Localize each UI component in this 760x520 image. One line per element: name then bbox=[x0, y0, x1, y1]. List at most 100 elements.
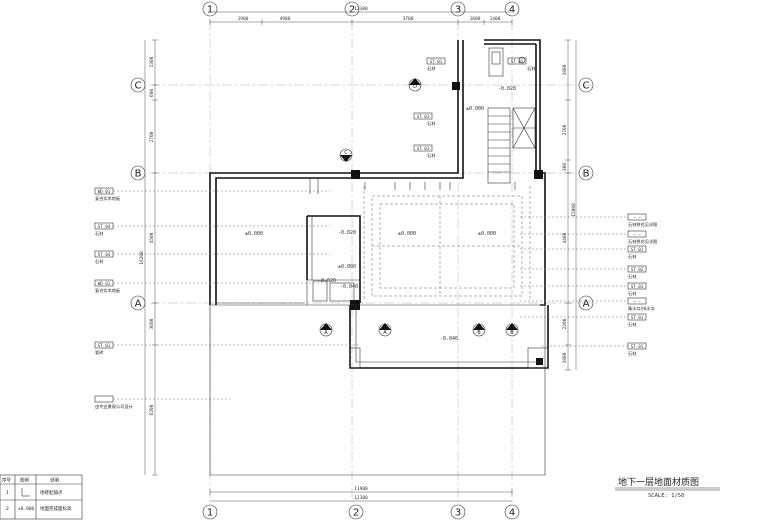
svg-text:复合实木地板: 复合实木地板 bbox=[95, 195, 121, 202]
svg-text:1: 1 bbox=[207, 5, 213, 16]
left-material-tag-4: WD 01 复合实木地板 bbox=[94, 279, 340, 294]
svg-text:3: 3 bbox=[455, 508, 461, 519]
svg-text:C: C bbox=[135, 81, 142, 92]
svg-text:4900: 4900 bbox=[280, 16, 291, 22]
svg-text:石材: 石材 bbox=[527, 65, 535, 72]
top-axis-bubble-3: 3 bbox=[450, 1, 466, 17]
svg-text:4: 4 bbox=[509, 5, 515, 16]
svg-text:WD 01: WD 01 bbox=[98, 281, 111, 286]
svg-text:11900: 11900 bbox=[354, 486, 368, 492]
svg-text:— —: — — bbox=[633, 299, 641, 304]
svg-text:A: A bbox=[583, 299, 590, 310]
right-material-tag-1: — — 石材拼花见详图 bbox=[520, 213, 657, 228]
svg-text:B: B bbox=[135, 169, 142, 180]
section-mark-b1: B bbox=[472, 323, 486, 337]
svg-text:-0.020: -0.020 bbox=[318, 278, 336, 284]
bottom-axis-bubble-3: 3 bbox=[450, 504, 466, 520]
svg-text:石材: 石材 bbox=[427, 120, 435, 127]
svg-text:C: C bbox=[583, 81, 590, 92]
svg-text:12300: 12300 bbox=[354, 6, 368, 12]
svg-text:复合实木地板: 复合实木地板 bbox=[95, 287, 121, 294]
svg-text:-0.040: -0.040 bbox=[440, 336, 458, 342]
svg-text:A: A bbox=[383, 330, 387, 336]
svg-text:300: 300 bbox=[562, 163, 568, 171]
svg-text:2: 2 bbox=[353, 508, 359, 519]
svg-text:12300: 12300 bbox=[354, 495, 368, 501]
svg-text:说明: 说明 bbox=[50, 477, 59, 484]
svg-text:A: A bbox=[324, 330, 328, 336]
svg-text:-0.020: -0.020 bbox=[338, 230, 356, 236]
svg-text:4500: 4500 bbox=[149, 232, 155, 243]
svg-text:石材拼花见详图: 石材拼花见详图 bbox=[628, 238, 657, 245]
top-axis-bubble-2: 2 bbox=[344, 1, 360, 17]
left-material-tag-6: 由专业景观公司设计 bbox=[94, 395, 230, 410]
svg-text:石材: 石材 bbox=[95, 230, 103, 237]
upper-material-tag-3: ST 01 石材 bbox=[413, 144, 435, 159]
right-material-tag-2: — — 石材拼花见详图 bbox=[520, 230, 657, 245]
svg-text:图例: 图例 bbox=[20, 477, 29, 484]
svg-text:ST 01: ST 01 bbox=[417, 146, 430, 151]
section-mark-c: C bbox=[339, 148, 353, 162]
svg-text:±0.000: ±0.000 bbox=[466, 106, 484, 112]
svg-text:石材拼花见详图: 石材拼花见详图 bbox=[628, 221, 657, 228]
drawing-title-block: 地下一层地面材质图 SCALE: 1/50 bbox=[615, 476, 720, 499]
svg-text:1: 1 bbox=[207, 508, 213, 519]
right-material-tag-3: ST 01 石材 bbox=[520, 245, 647, 260]
svg-text:WD 01: WD 01 bbox=[98, 189, 111, 194]
svg-text:6200: 6200 bbox=[149, 404, 155, 415]
upper-material-tag-2: ST 01 石材 bbox=[413, 112, 435, 127]
left-material-tag-3: ST 04 石材 bbox=[94, 250, 330, 265]
right-material-tag-7: ST 01 石材 bbox=[520, 313, 647, 328]
top-axis-bubble-1: 1 bbox=[202, 1, 218, 17]
svg-text:3700: 3700 bbox=[403, 16, 414, 22]
svg-text:石材: 石材 bbox=[427, 152, 435, 159]
left-material-tag-1: WD 01 复合实木地板 bbox=[94, 187, 330, 202]
svg-text:±0.000: ±0.000 bbox=[245, 231, 263, 237]
svg-text:地砖起铺点: 地砖起铺点 bbox=[40, 489, 63, 496]
svg-text:±0.000: ±0.000 bbox=[338, 264, 356, 270]
svg-text:2700: 2700 bbox=[562, 124, 568, 135]
svg-text:— —: — — bbox=[633, 232, 641, 237]
svg-text:2: 2 bbox=[349, 5, 355, 16]
svg-text:C: C bbox=[344, 150, 348, 156]
svg-text:ST 01: ST 01 bbox=[631, 284, 644, 289]
svg-text:B: B bbox=[583, 169, 590, 180]
right-material-tag-5: ST 01 石材 bbox=[520, 282, 647, 297]
bottom-axis-bubble-2: 2 bbox=[348, 504, 364, 520]
svg-text:1300: 1300 bbox=[149, 56, 155, 67]
svg-text:1: 1 bbox=[6, 490, 9, 496]
svg-text:B: B bbox=[477, 330, 481, 336]
svg-text:ST 01: ST 01 bbox=[631, 315, 644, 320]
right-material-tag-8: ST 01 石材 bbox=[542, 342, 647, 357]
left-axis-bubble-b: B bbox=[130, 165, 146, 181]
svg-text:2700: 2700 bbox=[149, 131, 155, 142]
svg-text:瓷砖: 瓷砖 bbox=[95, 349, 103, 356]
left-axis-bubble-c: C bbox=[130, 77, 146, 93]
svg-text:-0.028: -0.028 bbox=[498, 86, 516, 92]
axis-grid-lines bbox=[150, 20, 600, 505]
svg-text:1400: 1400 bbox=[490, 16, 501, 22]
right-dimension-chain: 1800 2700 300 4400 2200 1800 15800 bbox=[562, 39, 577, 371]
svg-text:1900: 1900 bbox=[238, 16, 249, 22]
left-dimension-chain: 1300 600 2700 4500 3600 6200 16200 bbox=[139, 39, 158, 476]
right-material-tag-6: — — 集水口/排水沟 bbox=[520, 297, 655, 312]
svg-text:±0.000: ±0.000 bbox=[478, 231, 496, 237]
drawing-title: 地下一层地面材质图 bbox=[618, 476, 699, 488]
svg-text:3: 3 bbox=[455, 5, 461, 16]
svg-text:ST 01: ST 01 bbox=[631, 247, 644, 252]
section-mark-d: D bbox=[408, 78, 422, 92]
svg-text:1600: 1600 bbox=[470, 16, 481, 22]
svg-text:ST 01: ST 01 bbox=[417, 114, 430, 119]
svg-text:1800: 1800 bbox=[562, 352, 568, 363]
drawing-scale: SCALE: 1/50 bbox=[648, 493, 684, 499]
right-axis-bubble-b: B bbox=[578, 165, 594, 181]
top-dimension-chain: 12300 1900 4900 3700 1600 1400 bbox=[209, 6, 513, 25]
svg-text:由专业景观公司设计: 由专业景观公司设计 bbox=[95, 403, 133, 410]
right-material-tag-4: ST 02 石材 bbox=[520, 265, 647, 280]
svg-text:D: D bbox=[413, 84, 417, 90]
svg-text:ST 01: ST 01 bbox=[430, 59, 443, 64]
svg-text:ST 04: ST 04 bbox=[98, 252, 111, 257]
svg-text:ST 02: ST 02 bbox=[631, 267, 644, 272]
svg-text:4: 4 bbox=[509, 508, 515, 519]
